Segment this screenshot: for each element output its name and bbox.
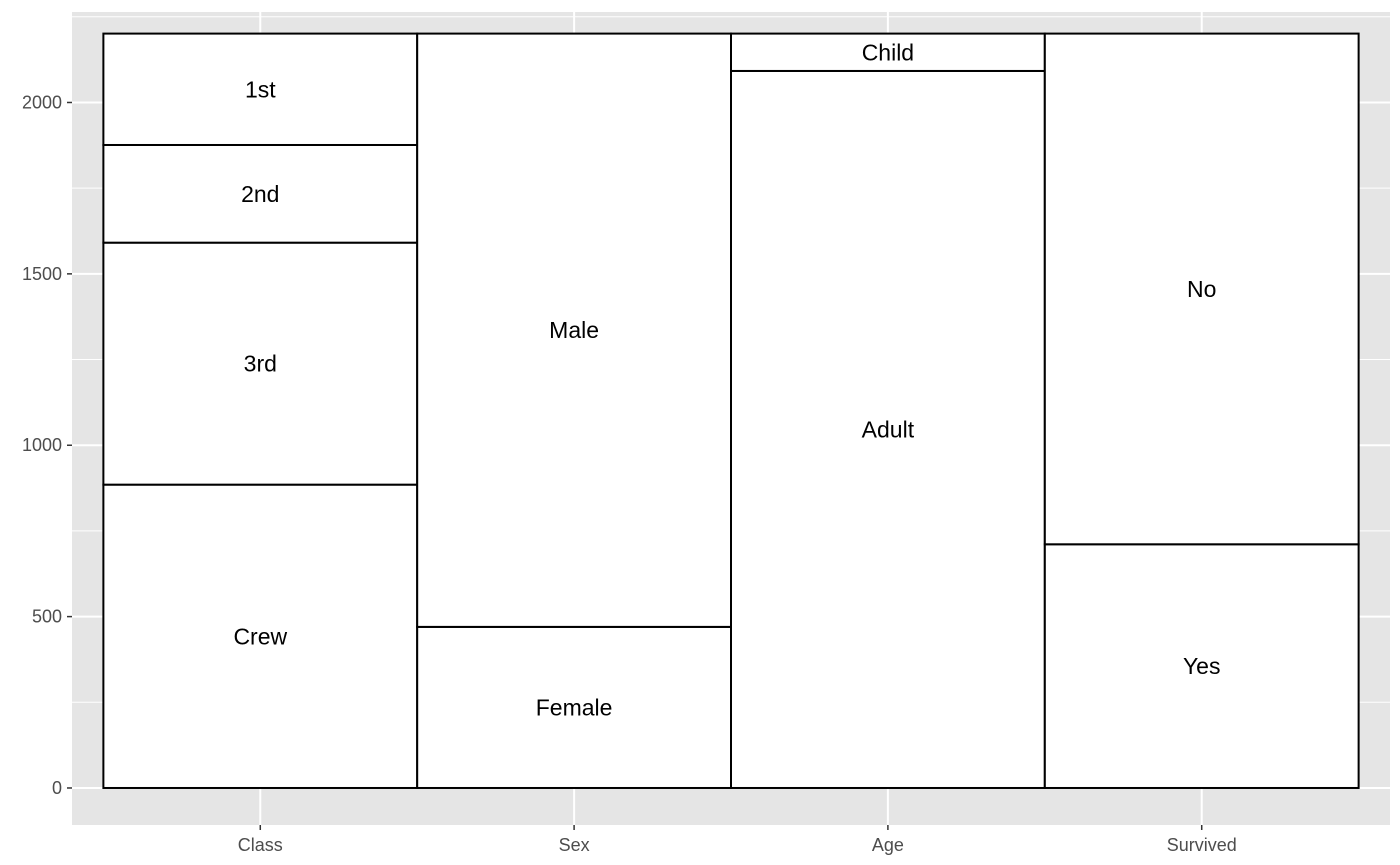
stratum-child: [730, 32, 1046, 72]
stratum-2nd: [102, 143, 419, 244]
y-tick-label: 0: [52, 778, 62, 798]
stratum-label: 3rd: [244, 351, 277, 377]
stratum-label: No: [1187, 276, 1216, 302]
stratum-label: Male: [549, 317, 599, 343]
stratum-crew: [102, 483, 419, 789]
x-tick-label: Age: [872, 835, 904, 855]
stratum-column-class: Crew 3rd 2nd 1st: [102, 32, 419, 789]
stratum-label: Crew: [233, 623, 287, 649]
stratum-label: Child: [862, 39, 914, 65]
stratum-label: 1st: [245, 76, 276, 102]
stratum-column-survived: Yes No: [1043, 32, 1360, 789]
x-tick-label: Sex: [559, 835, 590, 855]
y-tick-label: 1000: [22, 435, 62, 455]
stratum-yes: [1043, 543, 1360, 789]
stratum-column-sex: Female Male: [416, 32, 732, 789]
y-axis: 0 500 1000 1500 2000: [22, 92, 72, 798]
stratum-label: Female: [536, 694, 613, 720]
x-tick-label: Survived: [1167, 835, 1237, 855]
x-tick-label: Class: [238, 835, 283, 855]
y-tick-label: 1500: [22, 264, 62, 284]
stratum-column-age: Adult Child: [730, 32, 1046, 789]
stratum-3rd: [102, 241, 419, 486]
stratum-label: Yes: [1183, 653, 1221, 679]
y-tick-label: 2000: [22, 92, 62, 112]
stratum-label: Adult: [862, 416, 915, 442]
stratum-label: 2nd: [241, 181, 279, 207]
x-axis: Class Sex Age Survived: [238, 825, 1237, 855]
y-tick-label: 500: [32, 607, 62, 627]
stratum-male: [416, 32, 732, 628]
stratum-no: [1043, 32, 1360, 546]
